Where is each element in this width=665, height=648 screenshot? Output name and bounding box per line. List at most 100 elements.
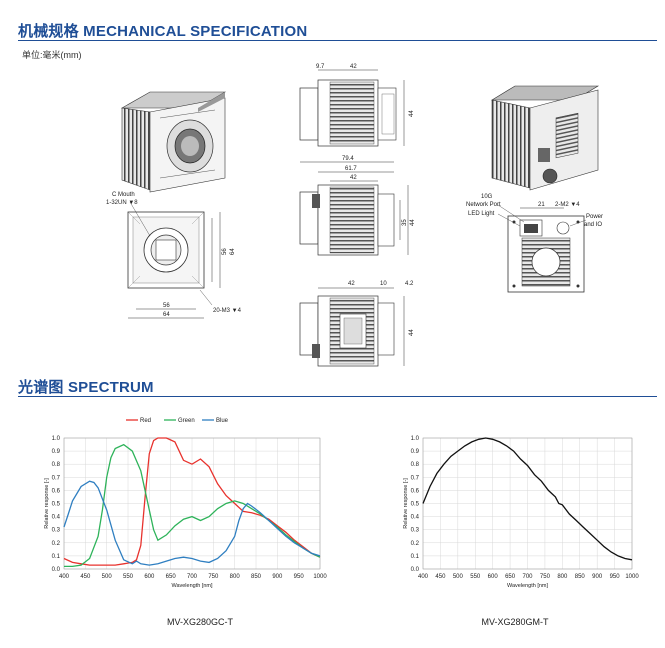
x-tick-label: 700	[187, 574, 198, 580]
dim-21: 21	[538, 202, 545, 208]
x-axis-label: Wavelength [nm]	[171, 583, 213, 589]
x-tick-label: 950	[610, 574, 621, 580]
caption-mono-model: MV-XG280GM-T	[481, 617, 549, 627]
m2-screw-label: 2-M2 ▼4	[555, 202, 580, 208]
x-tick-label: 650	[505, 574, 516, 580]
dim-42-top: 42	[350, 64, 357, 70]
dim-10: 10	[380, 281, 387, 287]
power-label-1: Power	[586, 214, 603, 220]
camera-rear-drawing	[497, 204, 587, 293]
x-tick-label: 650	[166, 574, 177, 580]
caption-color-model: MV-XG280GC-T	[166, 617, 233, 627]
x-tick-label: 450	[435, 574, 446, 580]
spectrum-chart-color: 0.0 0.1 0.2 0.3 0.4 0.5 0.6 0.7 0.8 0.9 1.0 400 450 5…	[44, 418, 327, 589]
legend-label: Red	[140, 418, 151, 424]
mechanical-title: 机械规格 MECHANICAL SPECIFICATION	[18, 23, 308, 40]
camera-3d-front-view	[120, 91, 227, 193]
y-tick-label: 0.1	[52, 554, 61, 560]
mechanical-drawings: C Mouth 1-32UN ▼8 56 64 20-M3 ▼4 56 64 9…	[106, 64, 603, 367]
y-tick-label: 0.0	[411, 567, 420, 573]
x-tick-label: 750	[208, 574, 219, 580]
camera-bottom-drawing	[299, 287, 405, 367]
y-axis-label: Relative response [-]	[44, 478, 50, 529]
x-tick-label: 800	[557, 574, 568, 580]
x-tick-label: 900	[592, 574, 603, 580]
dim-56-bottom: 56	[163, 303, 170, 309]
y-tick-label: 0.6	[411, 488, 420, 494]
camera-top-drawing	[299, 69, 405, 147]
y-tick-label: 0.7	[52, 475, 61, 481]
legend-label: Green	[178, 418, 195, 424]
x-tick-label: 600	[144, 574, 155, 580]
y-tick-label: 0.7	[411, 475, 420, 481]
y-tick-label: 0.9	[52, 449, 61, 455]
spectrum-title: 光谱图 SPECTRUM	[18, 379, 154, 396]
dim-56-side: 56	[222, 248, 228, 255]
x-tick-label: 850	[575, 574, 586, 580]
y-tick-label: 0.9	[411, 449, 420, 455]
y-tick-label: 0.8	[411, 462, 420, 468]
y-tick-label: 0.8	[52, 462, 61, 468]
power-label-2: and IO	[584, 222, 602, 228]
mechanical-divider	[18, 40, 657, 41]
y-tick-label: 0.3	[52, 528, 61, 534]
y-tick-label: 0.1	[411, 554, 420, 560]
x-tick-label: 600	[488, 574, 499, 580]
y-tick-label: 0.4	[52, 515, 61, 521]
y-axis-label: Relative response [-]	[403, 478, 409, 529]
y-tick-label: 0.3	[411, 528, 420, 534]
dim-35: 35	[402, 219, 408, 226]
x-tick-label: 400	[418, 574, 429, 580]
series-line-blue	[63, 480, 321, 566]
x-axis-label: Wavelength [nm]	[507, 583, 549, 589]
led-light-label: LED Light	[468, 211, 495, 217]
y-tick-label: 0.4	[411, 515, 420, 521]
y-tick-label: 0.5	[52, 502, 61, 508]
thread-label: 1-32UN ▼8	[106, 200, 138, 206]
camera-side-drawing	[299, 161, 409, 256]
x-tick-label: 500	[102, 574, 113, 580]
x-tick-label: 450	[80, 574, 91, 580]
dim-44-side: 44	[410, 219, 416, 226]
x-tick-label: 400	[59, 574, 70, 580]
series-line-red	[63, 437, 321, 566]
x-tick-label: 1000	[625, 574, 639, 580]
x-tick-label: 700	[522, 574, 533, 580]
camera-front-drawing	[127, 201, 221, 319]
dim-79-4: 79.4	[342, 156, 354, 162]
dim-9-7: 9.7	[316, 64, 325, 70]
x-tick-label: 850	[251, 574, 262, 580]
c-mouth-label: C Mouth	[112, 192, 135, 198]
network-port-label-1: 10G	[481, 194, 493, 200]
dim-42-bottom: 42	[348, 281, 355, 287]
x-tick-label: 950	[294, 574, 305, 580]
x-tick-label: 500	[453, 574, 464, 580]
series-line-response	[422, 437, 633, 561]
dim-64-bottom: 64	[163, 312, 170, 318]
x-tick-label: 800	[230, 574, 241, 580]
y-tick-label: 1.0	[52, 436, 61, 442]
spectrum-divider	[18, 396, 657, 397]
dim-44-top: 44	[409, 110, 415, 117]
y-tick-label: 1.0	[411, 436, 420, 442]
legend-label: Blue	[216, 418, 229, 424]
screw-label: 20-M3 ▼4	[213, 308, 242, 314]
dim-44-bottom: 44	[409, 329, 415, 336]
x-tick-label: 1000	[313, 574, 327, 580]
plot-frame	[63, 437, 321, 570]
camera-3d-rear-view	[490, 85, 600, 191]
x-tick-label: 550	[123, 574, 134, 580]
y-tick-label: 0.2	[411, 541, 420, 547]
dim-42-side: 42	[350, 175, 357, 181]
network-port-label-2: Network Port	[466, 202, 501, 208]
x-tick-label: 900	[272, 574, 283, 580]
y-tick-label: 0.0	[52, 567, 61, 573]
y-tick-label: 0.2	[52, 541, 61, 547]
dim-64-side: 64	[230, 248, 236, 255]
x-tick-label: 750	[540, 574, 551, 580]
y-tick-label: 0.6	[52, 488, 61, 494]
dim-61-7: 61.7	[345, 166, 357, 172]
dim-4-2: 4.2	[405, 281, 414, 287]
x-tick-label: 550	[470, 574, 481, 580]
